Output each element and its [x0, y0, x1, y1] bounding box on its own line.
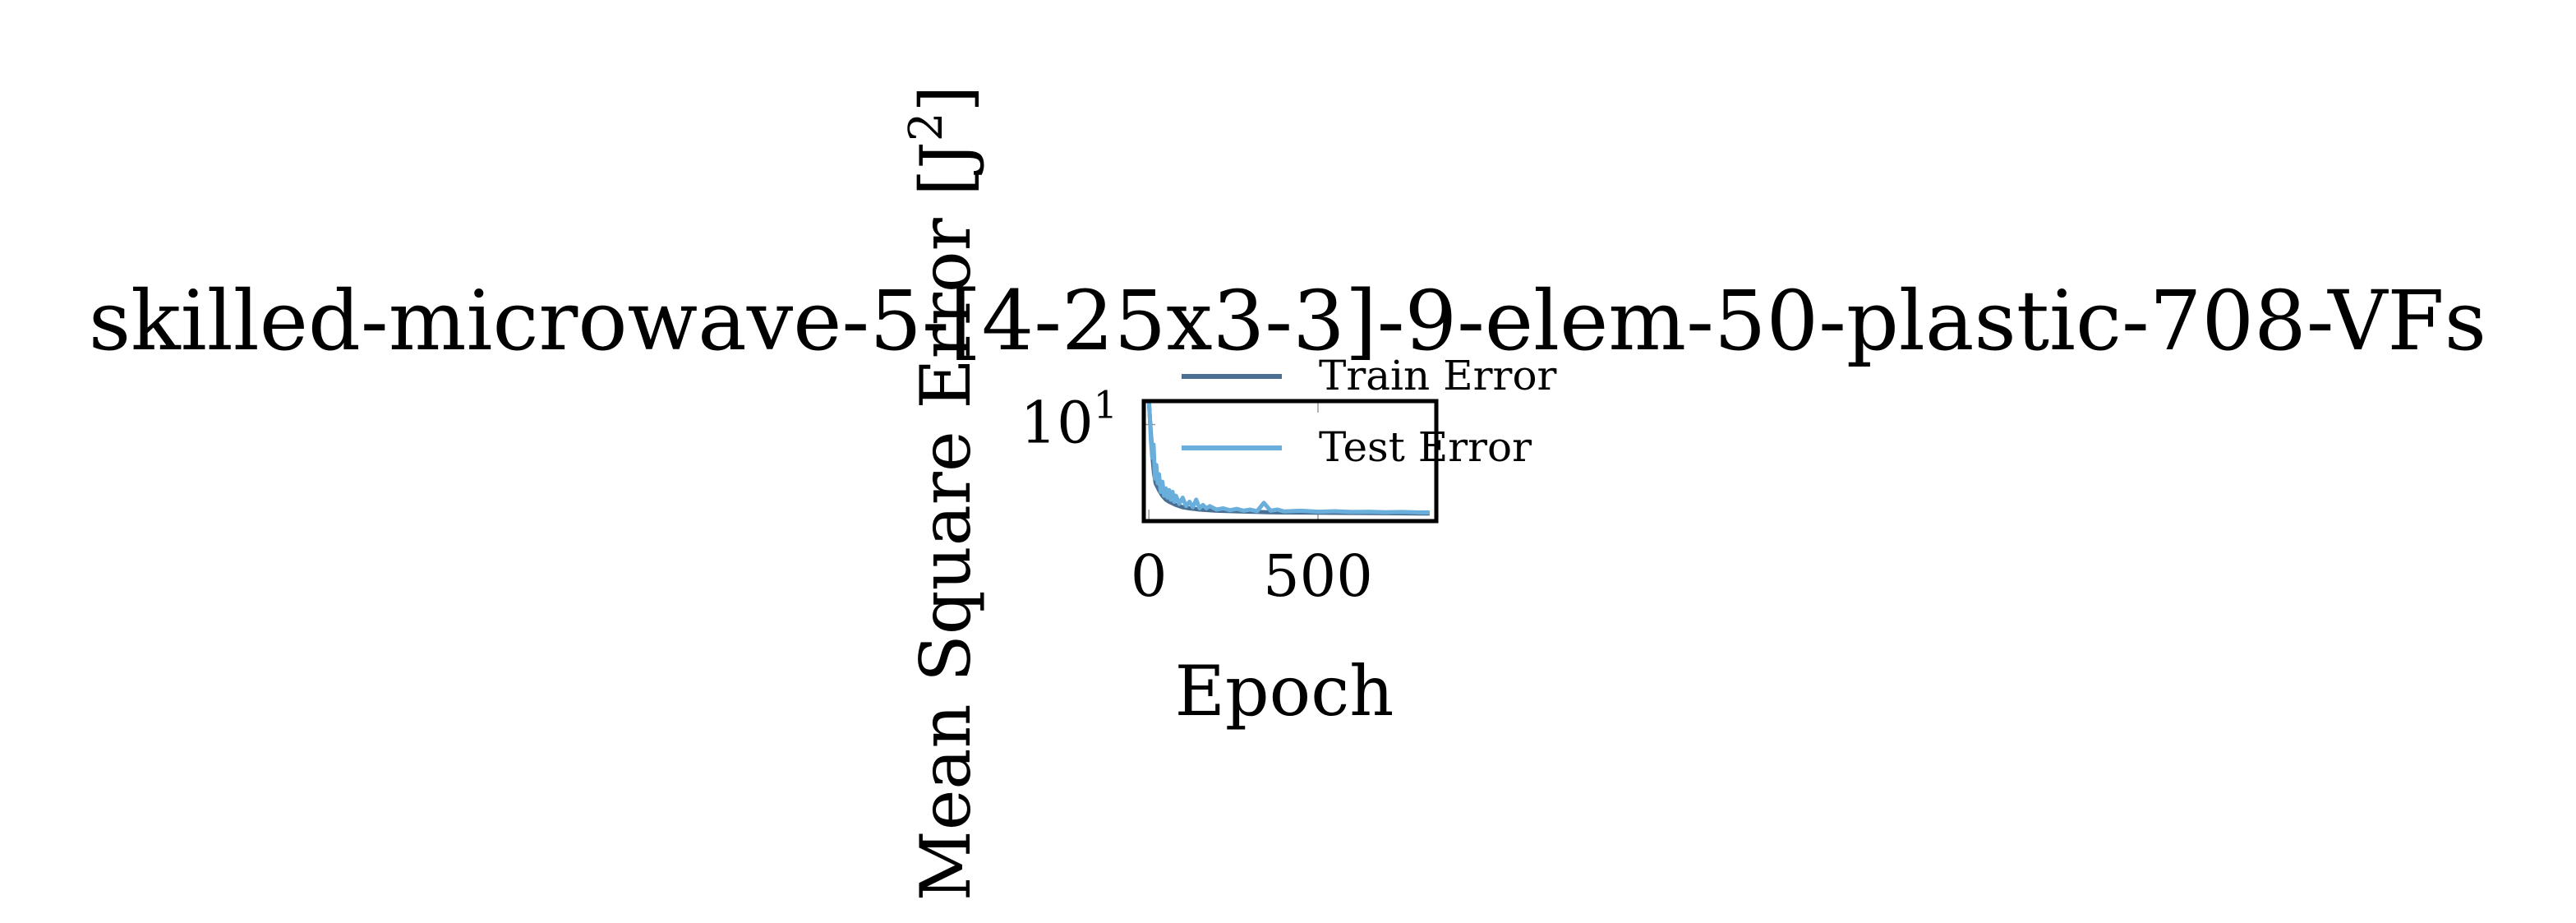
x-tick-label: 500: [1263, 542, 1373, 610]
x-tick-label: 0: [1131, 542, 1168, 610]
plot-area: 0 500 101: [1021, 383, 1439, 610]
y-axis-label: Mean Square Error [J2]: [900, 85, 986, 902]
y-axis-label-group: Mean Square Error [J2]: [900, 85, 986, 902]
y-tick-label-base: 10: [1021, 390, 1094, 457]
y-axis-label-main: Mean Square Error [J: [906, 141, 986, 901]
series-line-test-error: [1146, 401, 1430, 515]
y-tick-label-exponent: 1: [1094, 383, 1117, 427]
y-tick-label: 101: [1021, 383, 1117, 457]
legend-label: Train Error: [1319, 352, 1557, 399]
axes-frame: [1141, 399, 1439, 524]
legend-label: Test Error: [1319, 423, 1532, 471]
y-axis-label-close: ]: [906, 85, 986, 113]
y-axis-label-superscript: 2: [900, 112, 953, 141]
chart-title: skilled-microwave-5-[4-25x3-3]-9-elem-50…: [89, 273, 2486, 369]
x-axis-label: Epoch: [1175, 651, 1394, 731]
